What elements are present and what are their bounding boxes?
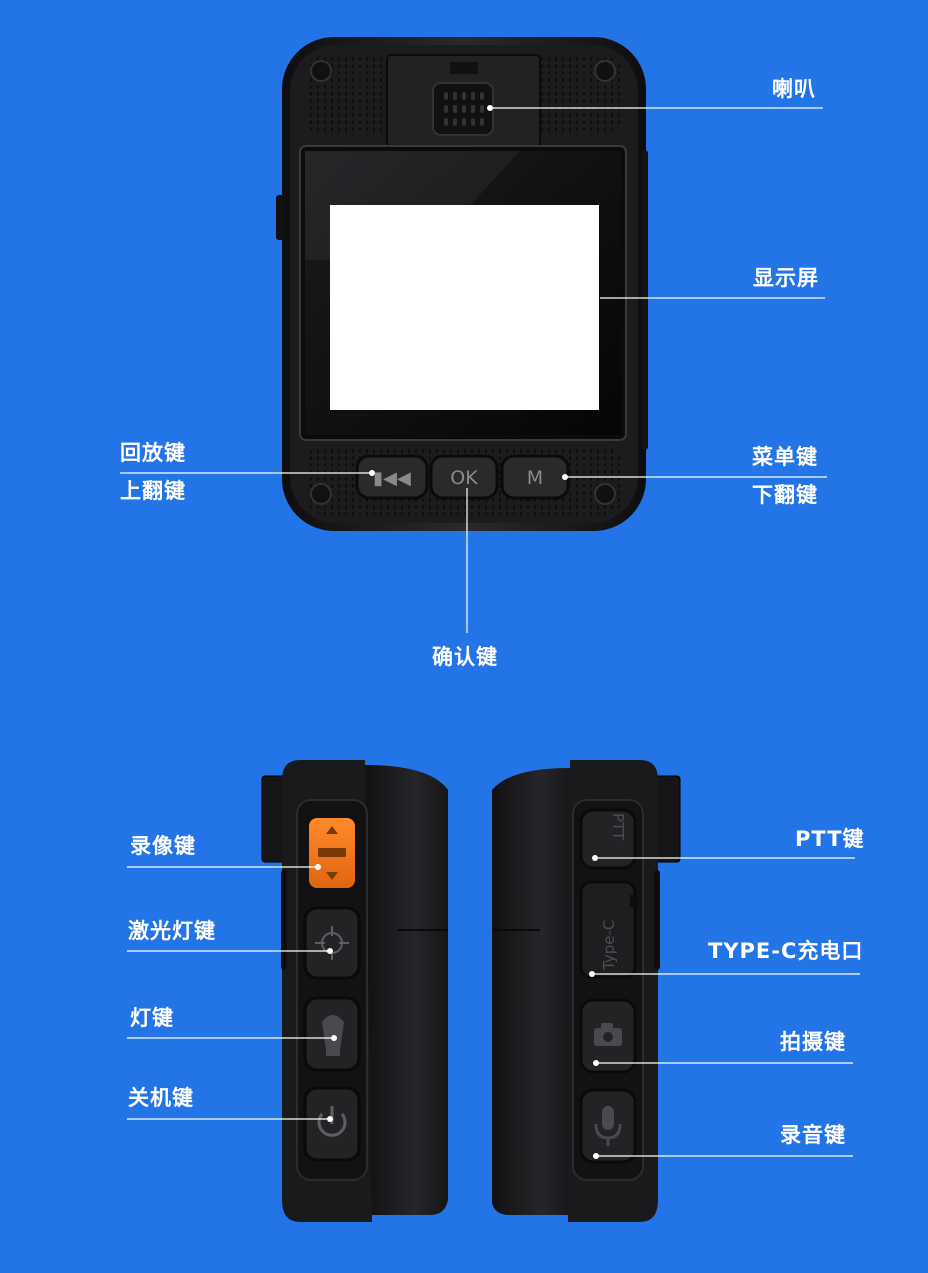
label-record-key: 录像键 [130, 834, 196, 858]
left-callout-dots [315, 864, 337, 1122]
label-laser-key: 激光灯键 [128, 919, 216, 943]
display-screen [299, 145, 627, 441]
menu-button[interactable]: M [500, 454, 570, 500]
right-callout-dots [589, 855, 599, 1159]
ok-button-label: OK [450, 467, 478, 489]
right-side-device: PTT Type-C [492, 760, 681, 1222]
ptt-button-label: PTT [609, 813, 627, 841]
camera-icon [594, 1023, 622, 1046]
label-photo-key: 拍摄键 [780, 1030, 846, 1054]
power-button[interactable] [303, 1086, 361, 1162]
left-side-device [261, 760, 448, 1222]
speaker-icon [432, 82, 494, 136]
flashlight-icon [322, 1015, 344, 1056]
label-typec-port: TYPE-C充电口 [708, 939, 864, 963]
menu-button-label: M [527, 467, 543, 489]
label-page-up-key: 上翻键 [120, 479, 186, 503]
screw-icon [310, 60, 616, 505]
ok-button[interactable]: OK [429, 454, 499, 500]
photo-button[interactable] [579, 998, 637, 1074]
audio-record-button[interactable] [579, 1088, 637, 1164]
typec-port[interactable]: Type-C [579, 880, 638, 979]
front-device: ▮◀◀ OK M [276, 37, 648, 531]
label-page-down-key: 下翻键 [752, 483, 818, 507]
label-menu-key: 菜单键 [752, 445, 818, 469]
ptt-button[interactable]: PTT [579, 808, 637, 870]
label-power-key: 关机键 [128, 1086, 194, 1110]
typec-port-label: Type-C [600, 920, 618, 971]
label-speaker: 喇叭 [772, 77, 816, 101]
light-button[interactable] [303, 996, 361, 1072]
label-light-key: 灯键 [130, 1006, 174, 1030]
microphone-icon [594, 1106, 622, 1146]
label-audio-key: 录音键 [780, 1123, 846, 1147]
left-callout-lines [127, 866, 334, 1120]
playback-button-label: ▮◀◀ [373, 468, 411, 489]
label-confirm-key: 确认键 [432, 645, 498, 669]
front-callout-dots [369, 105, 568, 480]
record-button[interactable] [305, 812, 359, 892]
front-callout-lines [120, 107, 827, 633]
right-callout-lines [592, 857, 860, 1157]
laser-button[interactable] [303, 906, 361, 980]
label-display: 显示屏 [753, 266, 819, 290]
label-playback-key: 回放键 [120, 441, 186, 465]
label-ptt-key: PTT键 [795, 827, 865, 851]
playback-button[interactable]: ▮◀◀ [355, 454, 429, 500]
